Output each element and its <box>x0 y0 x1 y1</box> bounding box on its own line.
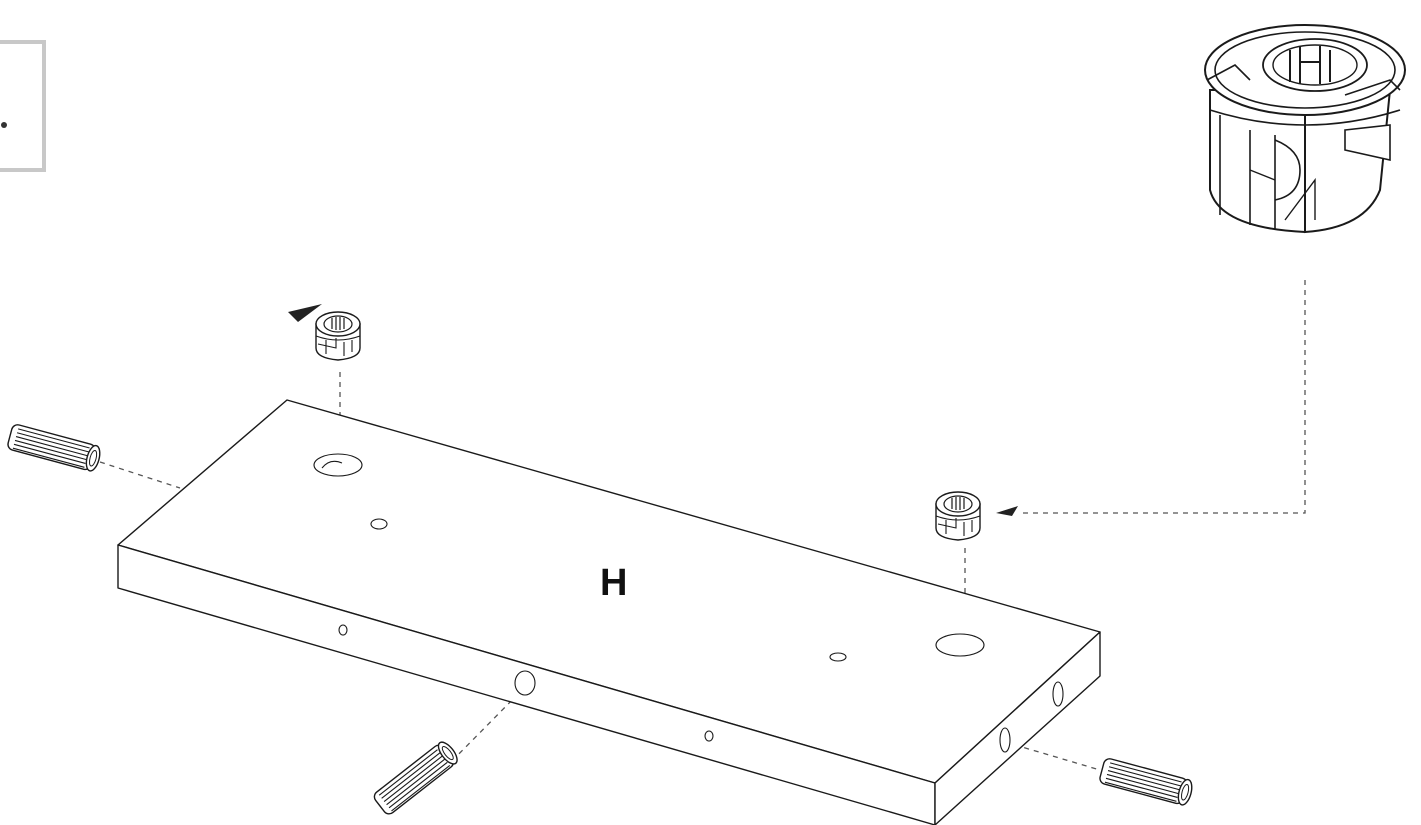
wooden-dowel-icon <box>1097 756 1195 808</box>
cam-lock-nut-detail-icon <box>1204 24 1406 234</box>
wooden-dowel-icon <box>5 422 103 474</box>
wooden-dowel-icon <box>371 738 462 817</box>
rotation-arrow-icon <box>288 304 322 322</box>
cam-lock-nut-icon <box>935 491 981 541</box>
step-marker-box <box>0 40 46 172</box>
panel-label: H <box>600 562 627 604</box>
panel-h: H <box>117 399 1101 825</box>
rotation-arrow-icon <box>996 506 1018 516</box>
cam-lock-nut-icon <box>315 311 361 361</box>
